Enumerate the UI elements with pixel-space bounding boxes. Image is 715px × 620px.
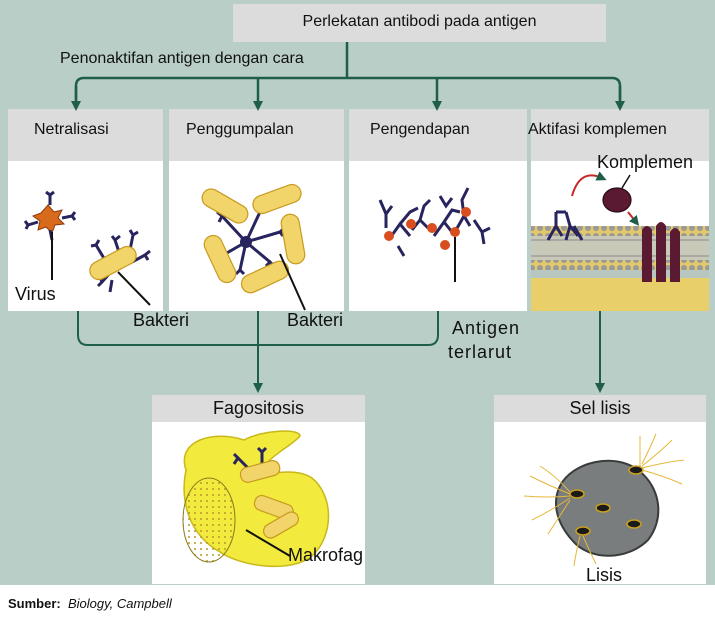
- bottom-connector: [77, 311, 605, 393]
- virus-illustration: [23, 190, 77, 280]
- diagram-subtitle: Penonaktifan antigen dengan cara: [60, 50, 304, 67]
- bacterium-netralisasi: [89, 229, 151, 306]
- agglutination-cluster: [201, 183, 306, 311]
- method-header-aktifasi: [531, 109, 709, 161]
- top-connector: [71, 42, 625, 111]
- precipitation-lattice: [378, 187, 491, 282]
- label-virus: Virus: [15, 284, 56, 304]
- outcome-header-sel-lisis: [494, 395, 706, 422]
- outcome-label-sel-lisis: Sel lisis: [569, 398, 631, 418]
- source-caption: Sumber: Biology, Campbell: [8, 596, 172, 611]
- source-label: Sumber:: [8, 596, 61, 611]
- method-label-penggumpalan: Penggumpalan: [186, 121, 294, 138]
- label-bakteri-1: Bakteri: [133, 310, 190, 330]
- label-antigen-line2: terlarut: [448, 342, 513, 362]
- panel-pengendapan: [349, 161, 527, 311]
- method-label-netralisasi: Netralisasi: [34, 121, 109, 138]
- outcome-label-fagositosis: Fagositosis: [212, 398, 305, 418]
- lysed-cell-illustration: [523, 433, 685, 567]
- outcome-header-fagositosis: [152, 395, 365, 422]
- macrophage-illustration: [182, 430, 330, 568]
- complement-membrane: [531, 171, 709, 311]
- title-box: [233, 4, 606, 42]
- label-lisis: Lisis: [586, 565, 623, 585]
- method-label-pengendapan: Pengendapan: [370, 121, 470, 138]
- panel-netralisasi: [8, 161, 163, 311]
- label-makrofag: Makrofag: [288, 545, 364, 565]
- method-header-pengendapan: [349, 109, 527, 161]
- source-text: Biology, Campbell: [67, 596, 172, 611]
- method-label-aktifasi: Aktifasi komplemen: [528, 121, 667, 138]
- method-header-penggumpalan: [169, 109, 344, 161]
- label-komplemen: Komplemen: [597, 152, 694, 172]
- label-antigen-line1: Antigen: [452, 318, 521, 338]
- diagram-title: Perlekatan antibodi pada antigen: [302, 13, 537, 30]
- label-bakteri-2: Bakteri: [287, 310, 344, 330]
- method-header-netralisasi: [8, 109, 163, 161]
